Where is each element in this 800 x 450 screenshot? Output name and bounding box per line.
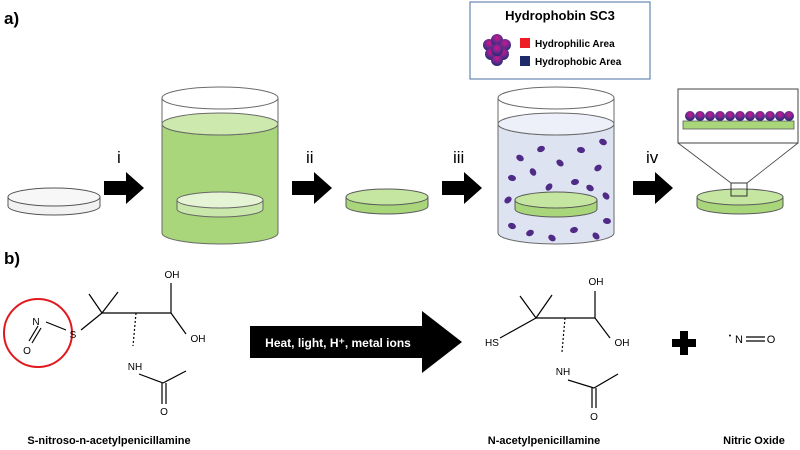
step-label-i: i [117,148,121,167]
submerged-disc [176,191,264,218]
step-label-iv: iv [646,148,659,167]
product-1-name: N-acetylpenicillamine [488,435,601,447]
panel-a-label: a) [4,9,19,28]
snap-hydroxyl-top: OH [165,270,180,281]
legend: Hydrophobin SC3 Hydrophilic Area Hydroph… [469,1,651,80]
zoom-region [730,182,748,197]
hydrophobin-glyph [483,34,511,66]
hydrophobin-monolayer [685,111,794,121]
step-label-iii: iii [453,148,464,167]
legend-label-hydrophilic: Hydrophilic Area [535,39,615,50]
reactant-name: S-nitroso-n-acetylpenicillamine [27,435,190,447]
inset-substrate [682,120,795,130]
step-arrow-iv [633,172,673,204]
snap-atom-n: N [32,317,39,328]
legend-label-hydrophobic: Hydrophobic Area [535,57,622,68]
beaker-coating-solution [161,86,279,245]
nap-carbonyl-o: O [590,412,598,423]
no-radical-dot: • [729,333,732,340]
blank-disc [7,187,101,216]
step-arrow-ii [292,172,332,204]
beaker-hydrophobin-solution [497,86,615,245]
nap-structure [499,291,619,408]
reaction-conditions: Heat, light, H⁺, metal ions [265,336,411,350]
submerged-coated-disc [514,191,598,218]
nap-hydroxyl-right: OH [615,338,630,349]
snap-structure [3,283,187,404]
nap-amine: NH [556,367,570,378]
no-double-bond [746,336,765,342]
nap-hydroxyl-top: OH [589,277,604,288]
panel-b-label: b) [4,249,20,268]
nap-thiol: HS [485,338,499,349]
protein-particles [504,138,611,242]
reaction-arrow [250,311,462,373]
product-2-name: Nitric Oxide [723,435,785,447]
snap-atom-o: O [23,346,31,357]
final-disc [696,182,784,215]
snap-carbonyl-o: O [160,407,168,418]
snap-atom-s: S [70,330,77,341]
legend-title: Hydrophobin SC3 [505,8,615,23]
step-arrow-i [104,172,144,204]
no-atom-o: O [767,334,776,346]
no-group-highlight [3,298,73,368]
coated-disc [345,188,429,215]
plus-icon [672,331,696,355]
snap-amine: NH [128,362,142,373]
step-label-ii: ii [306,148,314,167]
zoom-inset [677,88,799,144]
snap-hydroxyl-right: OH [191,334,206,345]
legend-swatch-hydrophobic [520,56,530,66]
no-atom-n: N [735,334,743,346]
step-arrow-iii [442,172,482,204]
legend-swatch-hydrophilic [520,38,530,48]
zoom-guides [677,142,799,184]
